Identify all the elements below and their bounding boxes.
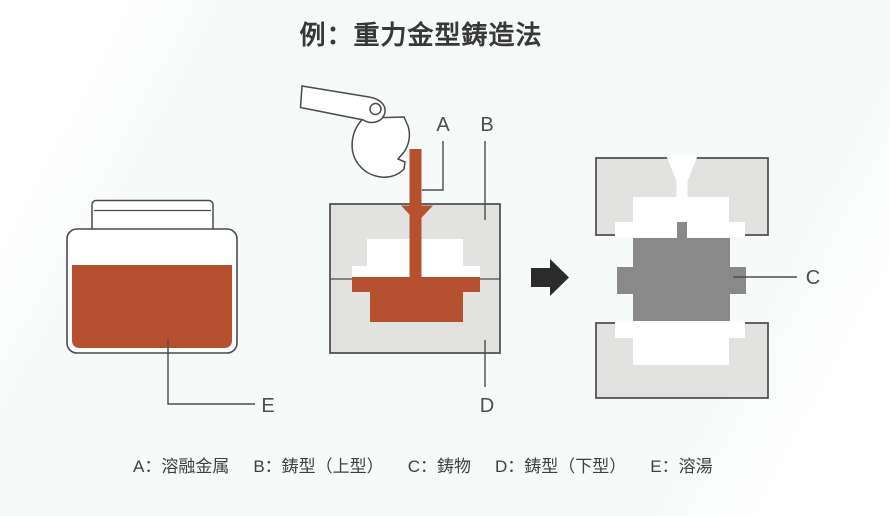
pouring-figure: A B D bbox=[299, 85, 501, 417]
label-c: C bbox=[806, 267, 820, 289]
opened-mold-figure: C bbox=[595, 155, 820, 399]
lower-cavity bbox=[615, 321, 745, 365]
pour-direction-arrowhead bbox=[401, 205, 433, 223]
upper-cavity bbox=[615, 197, 745, 237]
molten-metal-in-crucible bbox=[72, 265, 232, 348]
ladle-pivot bbox=[369, 102, 382, 116]
process-arrow-icon bbox=[531, 259, 569, 296]
crucible-neck bbox=[91, 199, 214, 233]
crucible-figure: E bbox=[66, 199, 275, 417]
finished-casting bbox=[617, 222, 746, 321]
legend: A：溶融金属 B：鋳型（上型） C：鋳物 D：鋳型（下型） E：溶湯 bbox=[133, 452, 713, 477]
casting-filling bbox=[352, 277, 480, 322]
label-a-leader-line bbox=[422, 141, 444, 191]
legend-item-c: C：鋳物 bbox=[407, 457, 471, 476]
label-d: D bbox=[480, 395, 494, 417]
legend-item-b: B：鋳型（上型） bbox=[253, 457, 384, 476]
ladle-bowl bbox=[351, 116, 411, 178]
ladle-handle bbox=[299, 85, 386, 124]
label-e-leader-line bbox=[167, 339, 255, 405]
page-title: 例：重力金型鋳造法 bbox=[299, 20, 543, 50]
legend-item-a: A：溶融金属 bbox=[133, 457, 230, 476]
label-e: E bbox=[261, 395, 274, 417]
sprue-notch bbox=[666, 155, 698, 198]
legend-item-d: D：鋳型（下型） bbox=[494, 457, 627, 476]
label-b: B bbox=[480, 114, 493, 136]
label-a: A bbox=[436, 114, 450, 136]
legend-item-e: E：溶湯 bbox=[650, 457, 713, 476]
